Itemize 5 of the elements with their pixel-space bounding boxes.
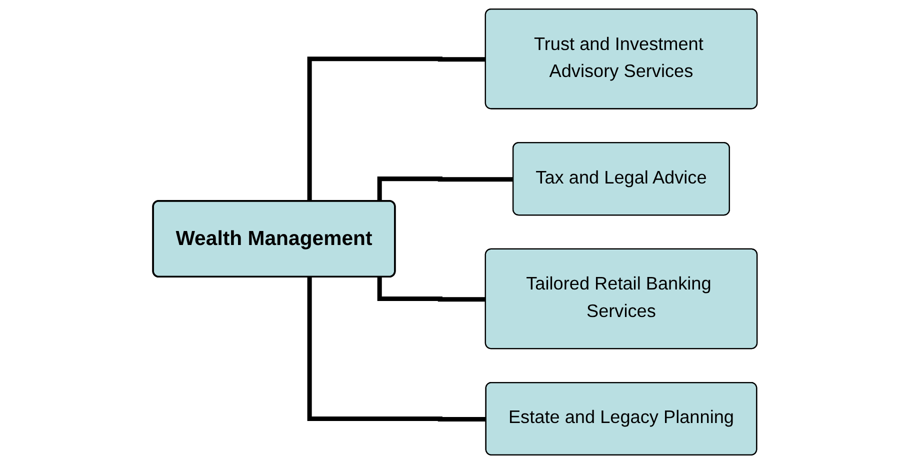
connector <box>308 277 487 422</box>
connector <box>378 277 486 302</box>
org-chart: Wealth Management Trust and Investment Advisory Services Tax and Legal Advice Tailored Retail Banking Services Estate and Legacy Planning <box>144 0 767 464</box>
connector <box>308 56 486 202</box>
connector <box>378 176 514 202</box>
